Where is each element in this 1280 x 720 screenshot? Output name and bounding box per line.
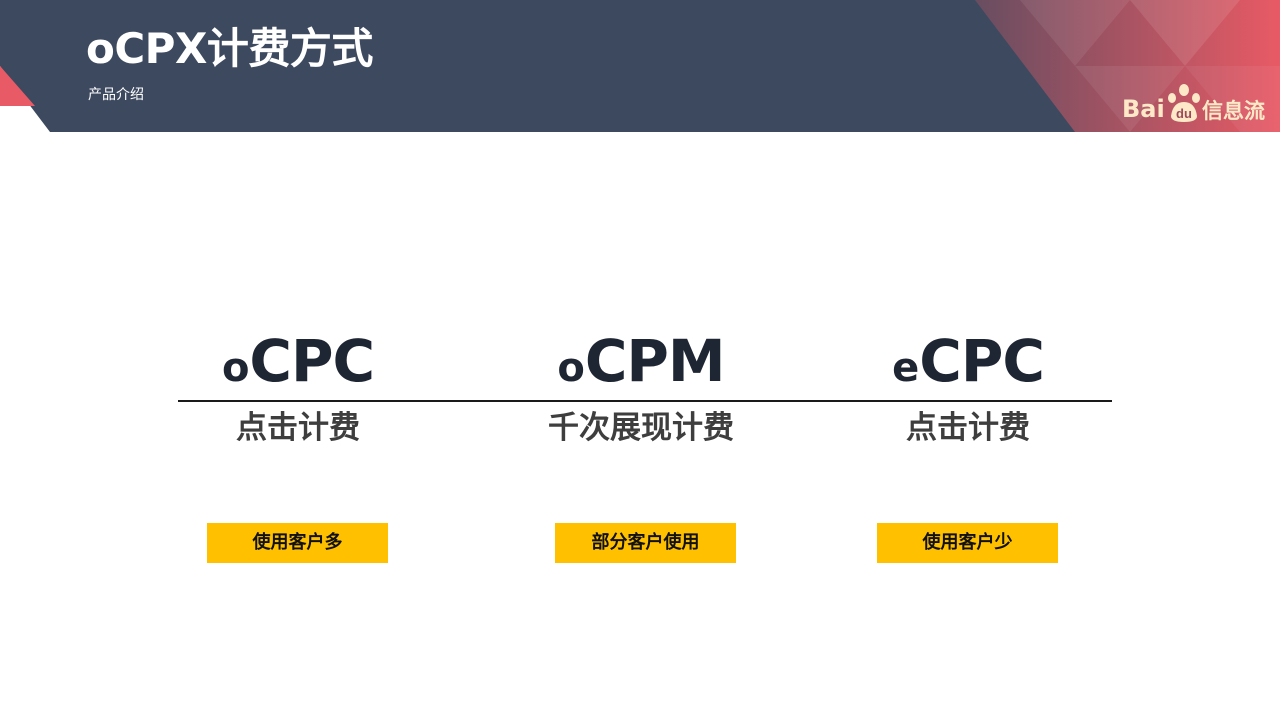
usage-tag-ocpm: 部分客户使用 <box>555 523 736 563</box>
model-prefix: e <box>892 345 920 391</box>
model-prefix: o <box>221 345 250 391</box>
baidu-feed-logo: Bai du 信息流 <box>1122 82 1272 126</box>
page-title: oCPX计费方式 <box>86 24 373 73</box>
billing-method: 点击计费 <box>236 410 360 446</box>
model-heading: oCPM <box>511 326 771 411</box>
model-heading: oCPC <box>168 326 428 411</box>
usage-tag-ecpc: 使用客户少 <box>877 523 1058 563</box>
header-banner: oCPX计费方式 产品介绍 Bai du 信息流 <box>0 0 1280 132</box>
section-divider <box>178 400 1112 402</box>
billing-method: 千次展现计费 <box>548 410 734 446</box>
model-name: CPC <box>919 327 1045 395</box>
baidu-paw-icon: du <box>1168 84 1200 122</box>
model-name: CPM <box>584 327 726 395</box>
logo-latin-text: Bai <box>1122 95 1165 123</box>
header-background <box>0 0 1280 132</box>
page-subtitle: 产品介绍 <box>88 87 144 103</box>
model-prefix: o <box>557 345 585 391</box>
logo-chinese-text: 信息流 <box>1202 99 1265 123</box>
billing-method: 点击计费 <box>906 410 1030 446</box>
logo-paw-text: du <box>1176 106 1192 121</box>
usage-tag-ocpc: 使用客户多 <box>207 523 388 563</box>
model-name: CPC <box>249 327 375 395</box>
model-heading: eCPC <box>838 326 1098 411</box>
